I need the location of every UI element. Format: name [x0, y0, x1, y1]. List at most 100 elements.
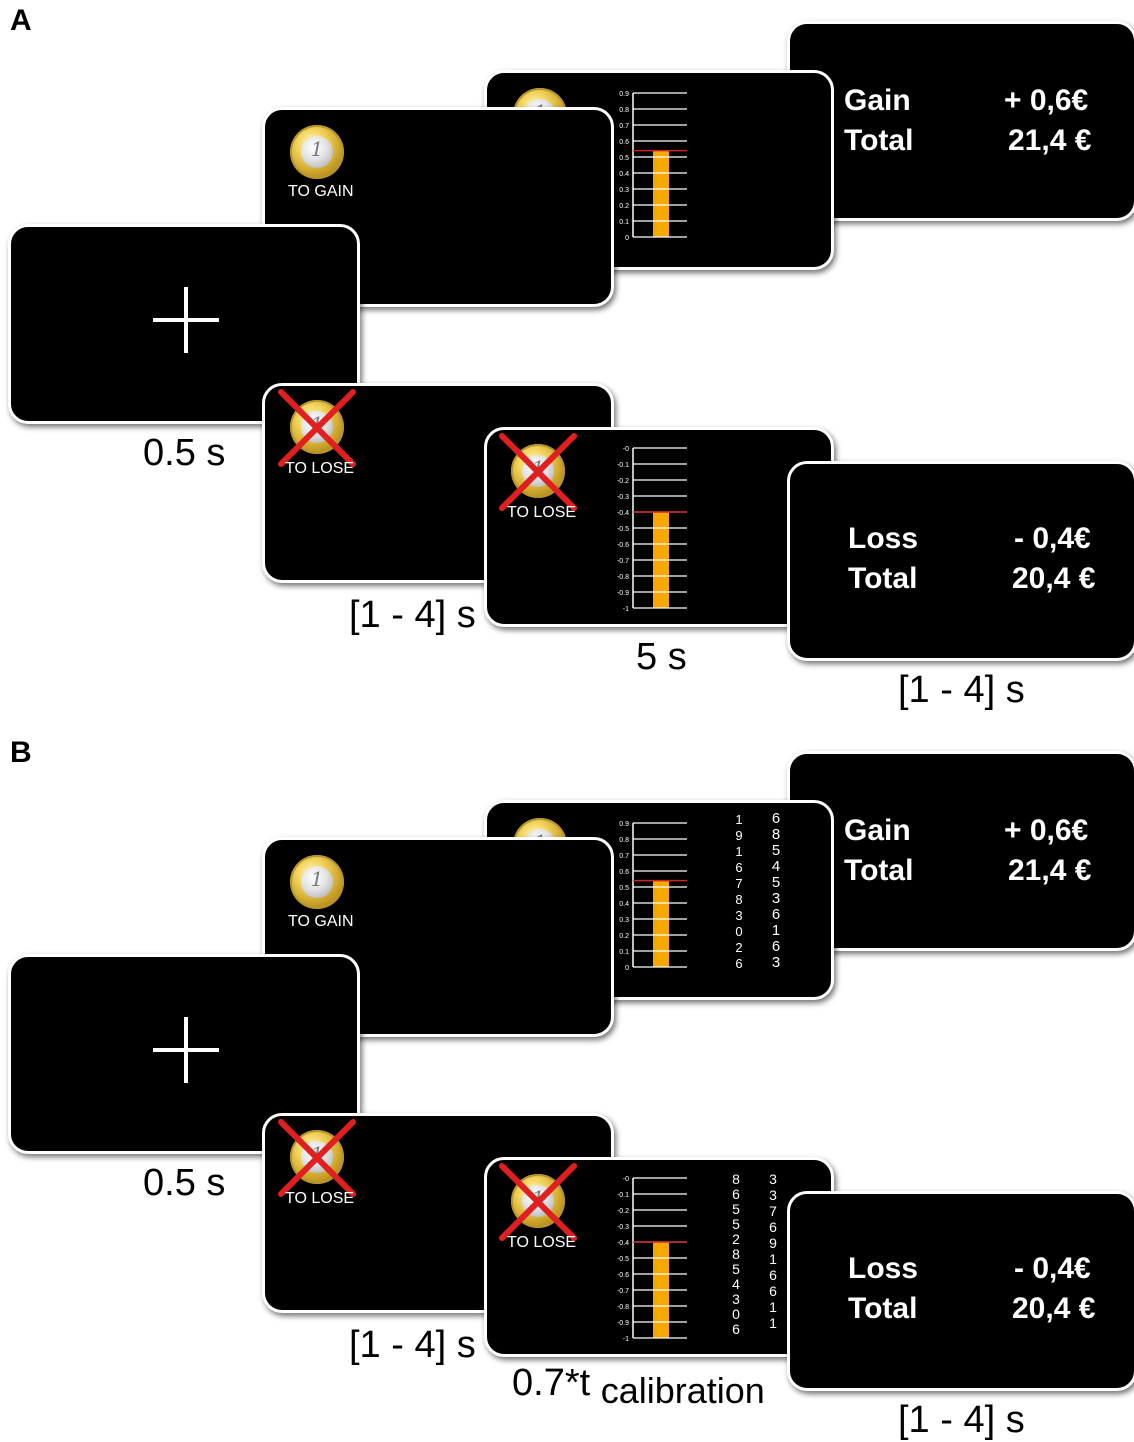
cue-text-gain: TO GAIN	[288, 913, 354, 930]
distractor-digit: 3	[735, 908, 743, 923]
distractor-digit: 6	[769, 1283, 777, 1299]
incentive-bar: 0.90.80.70.60.50.40.30.20.10	[619, 91, 687, 242]
distractor-digit: 9	[735, 828, 743, 843]
distractor-digit: 6	[735, 956, 743, 971]
distractor-digit: 4	[732, 1276, 740, 1292]
bar-fill	[653, 150, 669, 237]
distractor-digit: 8	[735, 892, 743, 907]
feedback-label-loss: Loss	[848, 1252, 919, 1285]
incentive-bar: -0-0.1-0.2-0.3-0.4-0.5-0.6-0.7-0.8-0.9-1	[617, 1176, 687, 1343]
feedback-value-loss: - 0,4€	[1014, 1252, 1091, 1285]
incentive-bar: 0.90.80.70.60.50.40.30.20.10	[619, 821, 687, 972]
fixation-duration: 0.5 s	[143, 1162, 226, 1204]
bar-tick-label: 0.3	[619, 917, 629, 924]
bar-tick-label: -0.7	[617, 558, 629, 565]
bar-tick-label: 0.8	[619, 107, 629, 114]
feedback-duration: [1 - 4] s	[898, 669, 1025, 711]
cue-text-loss: TO LOSE	[285, 460, 355, 477]
distractor-digit: 0	[735, 924, 743, 939]
red-cross-icon	[278, 389, 356, 467]
distractor-digit: 6	[771, 938, 781, 955]
distractor-digit: 4	[771, 858, 781, 875]
feedback-value-total: 20,4 €	[1012, 1292, 1096, 1325]
bar-tick-label: 0.4	[619, 171, 629, 178]
feedback-screen-gain-a: Gain + 0,6€ Total 21,4 €	[787, 21, 1134, 221]
bar-tick-label: 0.9	[619, 91, 629, 98]
bar-tick-label: -0.8	[617, 574, 629, 581]
feedback-label-total: Total	[844, 854, 914, 887]
bar-tick-label: 0	[625, 965, 629, 972]
distractor-digit: 2	[732, 1231, 740, 1247]
cue-text-loss: TO LOSE	[507, 1234, 577, 1251]
distractor-digit: 7	[735, 876, 743, 891]
euro-coin-icon: 1	[290, 855, 344, 909]
feedback-duration: [1 - 4] s	[898, 1399, 1025, 1441]
bar-tick-label: -0.1	[617, 462, 629, 469]
bar-tick-label: 0	[625, 235, 629, 242]
cue-text-gain: TO GAIN	[288, 183, 354, 200]
panel-label-b: B	[10, 736, 32, 769]
bar-tick-label: 0.6	[619, 139, 629, 146]
bar-duration: 5 s	[636, 636, 687, 678]
feedback-value-loss: - 0,4€	[1014, 522, 1091, 555]
bar-tick-label: -0.8	[617, 1304, 629, 1311]
distractor-digit: 3	[769, 1187, 777, 1203]
bar-tick-label: 0.1	[619, 949, 629, 956]
distractor-digit: 6	[735, 860, 743, 875]
feedback-value-gain: + 0,6€	[1004, 814, 1089, 847]
bar-tick-label: -0.5	[617, 526, 629, 533]
calibration-word: calibration	[600, 1370, 765, 1411]
distractor-digit: 3	[732, 1291, 740, 1307]
bar-tick-label: -0.4	[617, 510, 629, 517]
cue-duration: [1 - 4] s	[349, 1324, 476, 1366]
bar-tick-label: 0.1	[619, 219, 629, 226]
calibration-factor: 0.7*t	[512, 1362, 591, 1404]
distractor-digit: 5	[732, 1216, 740, 1232]
bar-duration-calibration: 0.7*t calibration	[512, 1362, 765, 1411]
red-cross-icon	[499, 1163, 577, 1241]
feedback-label-total: Total	[848, 1292, 918, 1325]
distractor-digit: 5	[732, 1201, 740, 1217]
distractor-digit: 8	[771, 826, 781, 843]
red-cross-icon	[278, 1119, 356, 1197]
feedback-label-gain: Gain	[844, 814, 911, 847]
distractor-digit: 6	[771, 906, 781, 923]
feedback-value-total: 21,4 €	[1008, 854, 1092, 887]
distractor-digit: 0	[732, 1306, 740, 1322]
distractor-digit: 2	[735, 940, 743, 955]
bar-tick-label: -0.1	[617, 1192, 629, 1199]
bar-tick-label: -1	[623, 606, 629, 613]
distractor-digit: 8	[732, 1246, 740, 1262]
red-cross-icon	[499, 433, 577, 511]
bar-tick-label: -1	[623, 1336, 629, 1343]
bar-tick-label: 0.5	[619, 885, 629, 892]
bar-tick-label: 0.8	[619, 837, 629, 844]
distractor-digit: 6	[732, 1321, 740, 1337]
cue-screen-gain-a: 1 TO GAIN	[262, 107, 614, 307]
bar-tick-label: -0.6	[617, 1272, 629, 1279]
feedback-label-loss: Loss	[848, 522, 919, 555]
euro-coin-icon: 1	[290, 125, 344, 179]
distractor-digit: 1	[735, 844, 743, 859]
bar-tick-label: -0.3	[617, 494, 629, 501]
feedback-label-total: Total	[848, 562, 918, 595]
bar-tick-label: -0.2	[617, 478, 629, 485]
bar-tick-label: 0.2	[619, 203, 629, 210]
incentive-bar: -0-0.1-0.2-0.3-0.4-0.5-0.6-0.7-0.8-0.9-1	[617, 446, 687, 613]
bar-tick-label: -0.2	[617, 1208, 629, 1215]
distractor-digit: 3	[771, 954, 781, 971]
distractor-digit: 8	[732, 1171, 740, 1187]
bar-tick-label: -0.5	[617, 1256, 629, 1263]
bar-fill	[653, 880, 669, 967]
distractor-digit: 9	[769, 1235, 777, 1251]
feedback-screen-loss-b: Loss - 0,4€ Total 20,4 €	[787, 1191, 1134, 1391]
bar-tick-label: -0	[623, 1176, 629, 1183]
distractor-digit: 1	[769, 1299, 777, 1315]
distractor-digit: 6	[771, 810, 781, 827]
distractor-digit: 3	[769, 1171, 777, 1187]
panel-label-a: A	[10, 4, 32, 37]
feedback-value-total: 20,4 €	[1012, 562, 1096, 595]
